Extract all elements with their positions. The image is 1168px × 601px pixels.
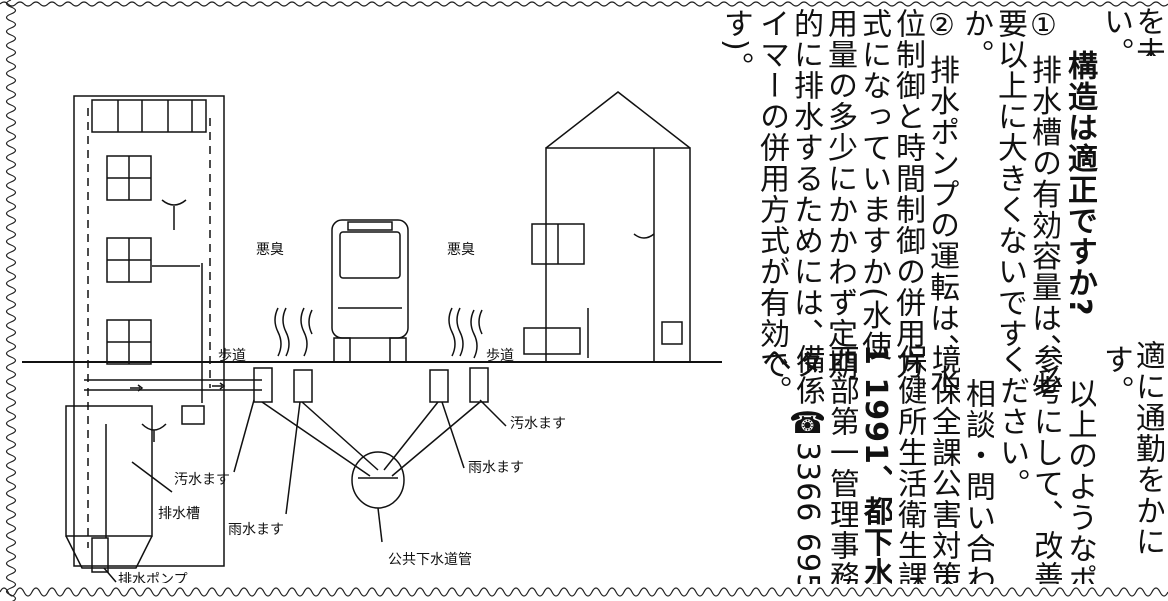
rain-basin-right xyxy=(429,369,449,403)
text-column: ① 排水槽の有効容量は、必 xyxy=(1026,8,1061,396)
label-sewage-basin-right: 汚水ます xyxy=(510,416,566,432)
text-column: ② 排水ポンプの運転は、水 xyxy=(924,8,959,396)
text-column: 備係☎3366 6957 xyxy=(790,344,824,584)
text-column: 位制御と時間制御の併用方 xyxy=(890,8,925,380)
public-sewer-pipe xyxy=(351,451,405,509)
building-left xyxy=(73,95,225,567)
text-column: 用量の多少にかかわず定期 xyxy=(822,8,857,380)
label-stench-left: 悪臭 xyxy=(256,242,284,258)
text-column-cut: 適に通勤をかに xyxy=(1130,340,1164,557)
house-roof xyxy=(545,91,691,149)
label-public-sewer: 公共下水道管 xyxy=(388,552,472,568)
label-sidewalk-left: 歩道 xyxy=(218,348,246,364)
text-column: 要以上に大きくないです xyxy=(992,8,1027,349)
drainage-diagram: 悪臭 悪臭 歩道 歩道 汚水ます 汚水ます 排水槽 雨水ます 雨水ます 排水ポン… xyxy=(22,91,722,583)
text-column: 境保全課公害対策係、杉並 xyxy=(926,344,960,584)
text-column: イマーの併用方式が有効で xyxy=(754,8,789,380)
label-drainage-tank: 排水槽 xyxy=(158,506,200,522)
text-column: 以上のようなポイントを xyxy=(1062,378,1096,584)
text-column: ください。 xyxy=(994,344,1029,499)
label-rain-basin-right: 雨水ます xyxy=(468,460,524,476)
label-sewage-basin-left: 汚水ます xyxy=(174,472,230,488)
text-column: す)。 xyxy=(718,8,753,83)
sewage-basin-left xyxy=(253,367,273,403)
text-column: 的に排水するためには、タ xyxy=(788,8,823,380)
text-column-cut: を未然に防止して、かえる xyxy=(1130,6,1164,56)
decorative-border-top xyxy=(0,1,1168,7)
drainage-tank xyxy=(65,405,153,537)
text-column: 1 1991、都下水道局 xyxy=(858,344,892,584)
decorative-border-bottom xyxy=(0,587,1168,597)
label-drainage-pump: 排水ポンプ xyxy=(118,572,188,583)
section-heading: 構造は適正ですか? xyxy=(1062,50,1097,317)
label-rain-basin-left: 雨水ます xyxy=(228,522,284,538)
text-column: へ。 xyxy=(756,344,791,406)
text-column: か。 xyxy=(958,8,993,70)
sewage-basin-right xyxy=(469,367,489,403)
text-column: 西部第一管理事務所排水設 xyxy=(824,344,858,584)
text-column: 相談・問い合わせは、環 xyxy=(960,378,994,584)
rain-basin-left xyxy=(293,369,313,403)
text-column: 参考にして、改善に努めて xyxy=(1028,344,1062,584)
text-column: す。 xyxy=(1098,344,1133,406)
text-column: い。 xyxy=(1098,6,1133,68)
label-stench-right: 悪臭 xyxy=(447,242,475,258)
decorative-border-left xyxy=(5,0,17,601)
text-column: 式になっていますか(水使 xyxy=(856,8,891,362)
label-sidewalk-right: 歩道 xyxy=(486,348,514,364)
bus xyxy=(331,219,409,339)
house-right xyxy=(545,147,691,363)
building-roof xyxy=(91,99,207,133)
text-column: 保健所生活衛生課☎339 xyxy=(892,344,926,584)
